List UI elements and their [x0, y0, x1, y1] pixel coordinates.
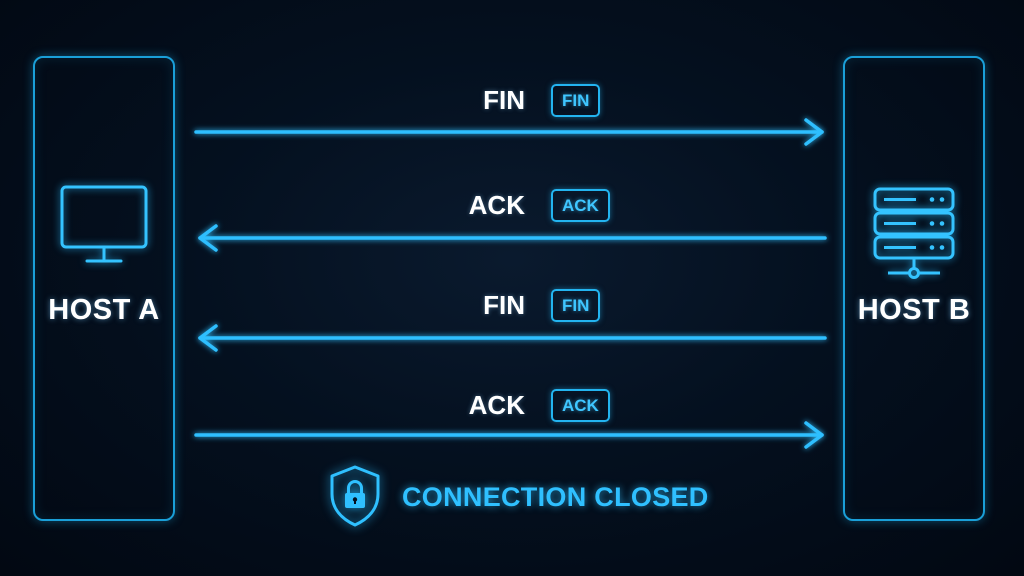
- arrow-fin-a-to-b: [194, 118, 824, 146]
- message-2-tag: ACK: [551, 189, 610, 222]
- host-b-label: HOST B: [857, 294, 971, 326]
- message-3-label: FIN: [483, 290, 525, 320]
- message-3-tag: FIN: [551, 289, 601, 322]
- arrow-fin-b-to-a: [198, 324, 827, 352]
- message-1-tag: FIN: [551, 84, 601, 117]
- message-4-tag: ACK: [551, 389, 610, 422]
- message-4-label: ACK: [468, 390, 525, 420]
- monitor-icon: [60, 185, 148, 263]
- status-text: CONNECTION CLOSED: [402, 482, 709, 512]
- host-a-label: HOST A: [48, 294, 160, 326]
- lock-shield-icon: [330, 465, 380, 527]
- message-1-label: FIN: [483, 85, 525, 115]
- arrow-ack-b-to-a: [198, 224, 827, 252]
- host-b-panel: HOST B: [843, 56, 985, 521]
- server-icon: [873, 187, 955, 279]
- arrow-ack-a-to-b: [194, 421, 824, 449]
- host-a-panel: HOST A: [33, 56, 175, 521]
- message-2-label: ACK: [468, 190, 525, 220]
